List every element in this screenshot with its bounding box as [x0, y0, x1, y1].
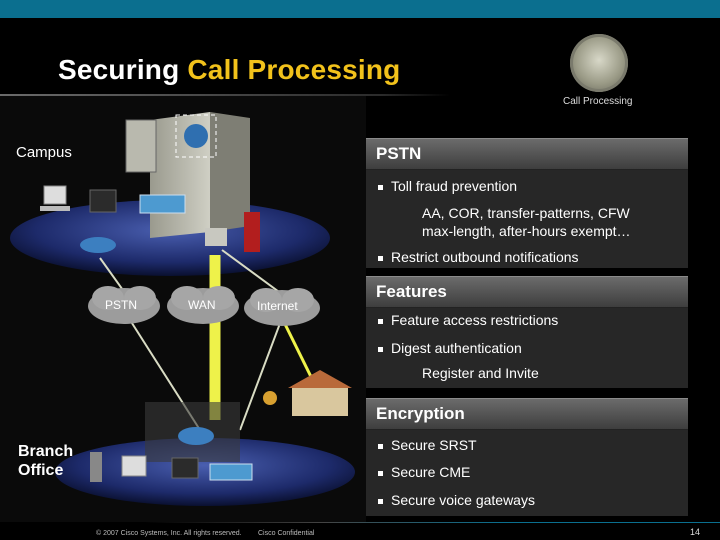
features-sub-register: Register and Invite — [422, 365, 539, 381]
firewall-device-icon — [205, 228, 227, 246]
branch-ip-phone-icon — [171, 457, 199, 479]
page-number: 14 — [690, 527, 701, 537]
branch-platform — [55, 438, 355, 506]
footer-copyright: © 2007 Cisco Systems, Inc. All rights re… — [96, 530, 242, 537]
pstn-cloud-icon — [88, 286, 160, 324]
branch-router-icon — [178, 427, 214, 445]
encryption-panel: Encryption — [366, 398, 688, 516]
cloud-label-wan: WAN — [188, 298, 216, 312]
bullet-icon — [378, 318, 383, 324]
campus-building-side — [210, 112, 250, 232]
bullet-text: Secure SRST — [391, 437, 477, 453]
badge-label: Call Processing — [563, 96, 633, 107]
encryption-heading: Encryption — [366, 398, 688, 430]
pstn-bullet-restrict: Restrict outbound notifications — [378, 249, 579, 265]
footer-confidential: Cisco Confidential — [258, 530, 315, 537]
branch-pc-icon — [121, 455, 147, 477]
pstn-sub-line1: AA, COR, transfer-patterns, CFW — [422, 205, 630, 221]
campus-router-icon — [80, 237, 116, 253]
call-manager-hub-icon — [184, 124, 208, 148]
campus-label: Campus — [16, 144, 72, 161]
bullet-text: Restrict outbound notifications — [391, 249, 579, 265]
ip-phone-icon — [89, 189, 117, 213]
encryption-bullet-srst: Secure SRST — [378, 437, 477, 453]
features-bullet-digest: Digest authentication — [378, 340, 522, 356]
server-icon — [125, 119, 157, 173]
bullet-text: Feature access restrictions — [391, 312, 559, 328]
branch-label-line2: Office — [18, 462, 64, 479]
top-bar — [0, 0, 720, 18]
cloud-label-pstn: PSTN — [105, 298, 138, 312]
pstn-sub-line2: max-length, after-hours exempt… — [422, 223, 631, 239]
bullet-icon — [378, 346, 383, 352]
bullet-icon — [378, 255, 383, 261]
remote-worker-icon — [263, 391, 277, 405]
bullet-text: Secure voice gateways — [391, 492, 535, 508]
internet-cloud-icon — [244, 288, 320, 326]
home-office-icon — [292, 388, 348, 416]
bullet-icon — [378, 184, 383, 190]
encryption-bullet-gateways: Secure voice gateways — [378, 492, 535, 508]
branch-label-line1: Branch — [18, 443, 74, 460]
footer-rule — [0, 522, 720, 523]
cloud-label-internet: Internet — [257, 299, 298, 313]
bullet-icon — [378, 498, 383, 504]
title-main: Securing — [58, 54, 188, 85]
slide-title: Securing Call Processing — [58, 54, 400, 86]
title-rule — [0, 94, 450, 96]
bullet-text: Secure CME — [391, 464, 471, 480]
title-accent: Call Processing — [187, 54, 401, 85]
bullet-icon — [378, 470, 383, 476]
wireless-phone-icon — [90, 452, 102, 482]
campus-switch-icon — [139, 194, 186, 214]
pstn-panel: PSTN — [366, 138, 688, 268]
pc-icon — [43, 185, 67, 205]
features-heading: Features — [366, 276, 688, 308]
branch-switch-icon — [209, 463, 253, 481]
firewall-icon — [244, 212, 260, 252]
encryption-bullet-cme: Secure CME — [378, 464, 470, 480]
pstn-bullet-toll-fraud: Toll fraud prevention — [378, 178, 517, 194]
call-manager-icon — [175, 114, 217, 158]
bullet-text: Toll fraud prevention — [391, 178, 518, 194]
wan-cloud-icon — [167, 286, 239, 324]
keyboard-icon — [40, 206, 70, 211]
bullet-text: Digest authentication — [391, 340, 522, 356]
bullet-icon — [378, 443, 383, 449]
link-line — [239, 317, 283, 431]
call-processing-badge-icon — [570, 34, 628, 92]
home-office-roof-icon — [288, 370, 352, 388]
features-bullet-access: Feature access restrictions — [378, 312, 558, 328]
pstn-heading: PSTN — [366, 138, 688, 170]
features-panel: Features — [366, 276, 688, 388]
